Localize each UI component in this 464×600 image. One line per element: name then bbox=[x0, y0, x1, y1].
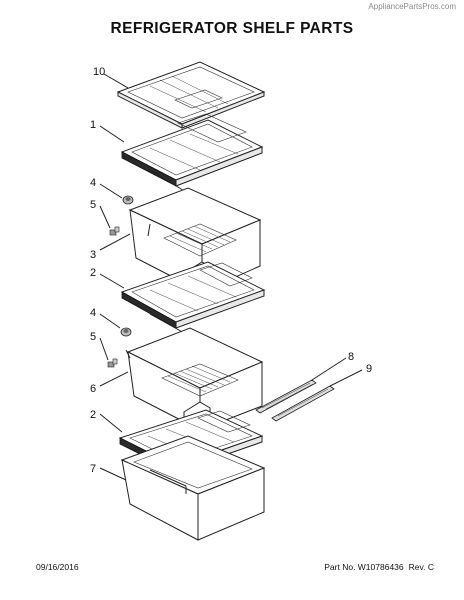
leader-lines bbox=[99, 73, 363, 481]
part-8-rail bbox=[255, 379, 317, 414]
part-7-bottom-drawer bbox=[120, 435, 266, 541]
part-4-cap-upper bbox=[122, 195, 134, 205]
part-6-crisper-drawer bbox=[125, 327, 264, 431]
footer-part-info: Part No. W10786436 Rev. C bbox=[319, 562, 434, 572]
callout-8: 8 bbox=[348, 351, 354, 363]
callout-2-middle: 2 bbox=[90, 267, 96, 279]
callout-4-lower: 4 bbox=[90, 307, 96, 319]
part-9-rail bbox=[271, 385, 335, 422]
callout-10: 10 bbox=[93, 66, 105, 78]
callout-5-upper: 5 bbox=[90, 199, 96, 211]
callout-9: 9 bbox=[366, 363, 372, 375]
callout-2-lower: 2 bbox=[90, 409, 96, 421]
footer-part-number: Part No. W10786436 bbox=[324, 562, 404, 572]
part-5-screw-upper bbox=[109, 226, 120, 236]
footer-revision: Rev. C bbox=[408, 562, 434, 572]
callout-5-lower: 5 bbox=[90, 331, 96, 343]
part-10-top-shelf bbox=[116, 61, 266, 129]
footer-date: 09/16/2016 bbox=[36, 562, 79, 572]
callout-3: 3 bbox=[90, 249, 96, 261]
part-2-shelf-middle bbox=[120, 261, 266, 342]
part-5-screw-lower bbox=[107, 358, 118, 368]
callout-7: 7 bbox=[90, 463, 96, 475]
watermark-text: AppliancePartsPros.com bbox=[368, 2, 456, 11]
part-1-shelf bbox=[120, 113, 264, 198]
page-title: REFRIGERATOR SHELF PARTS bbox=[110, 20, 354, 37]
part-4-cap-lower bbox=[120, 327, 132, 337]
callout-6: 6 bbox=[90, 383, 96, 395]
callout-4-upper: 4 bbox=[90, 177, 96, 189]
callout-labels: 10 1 4 5 3 2 4 5 6 8 9 2 7 bbox=[90, 66, 372, 475]
callout-1: 1 bbox=[90, 119, 96, 131]
